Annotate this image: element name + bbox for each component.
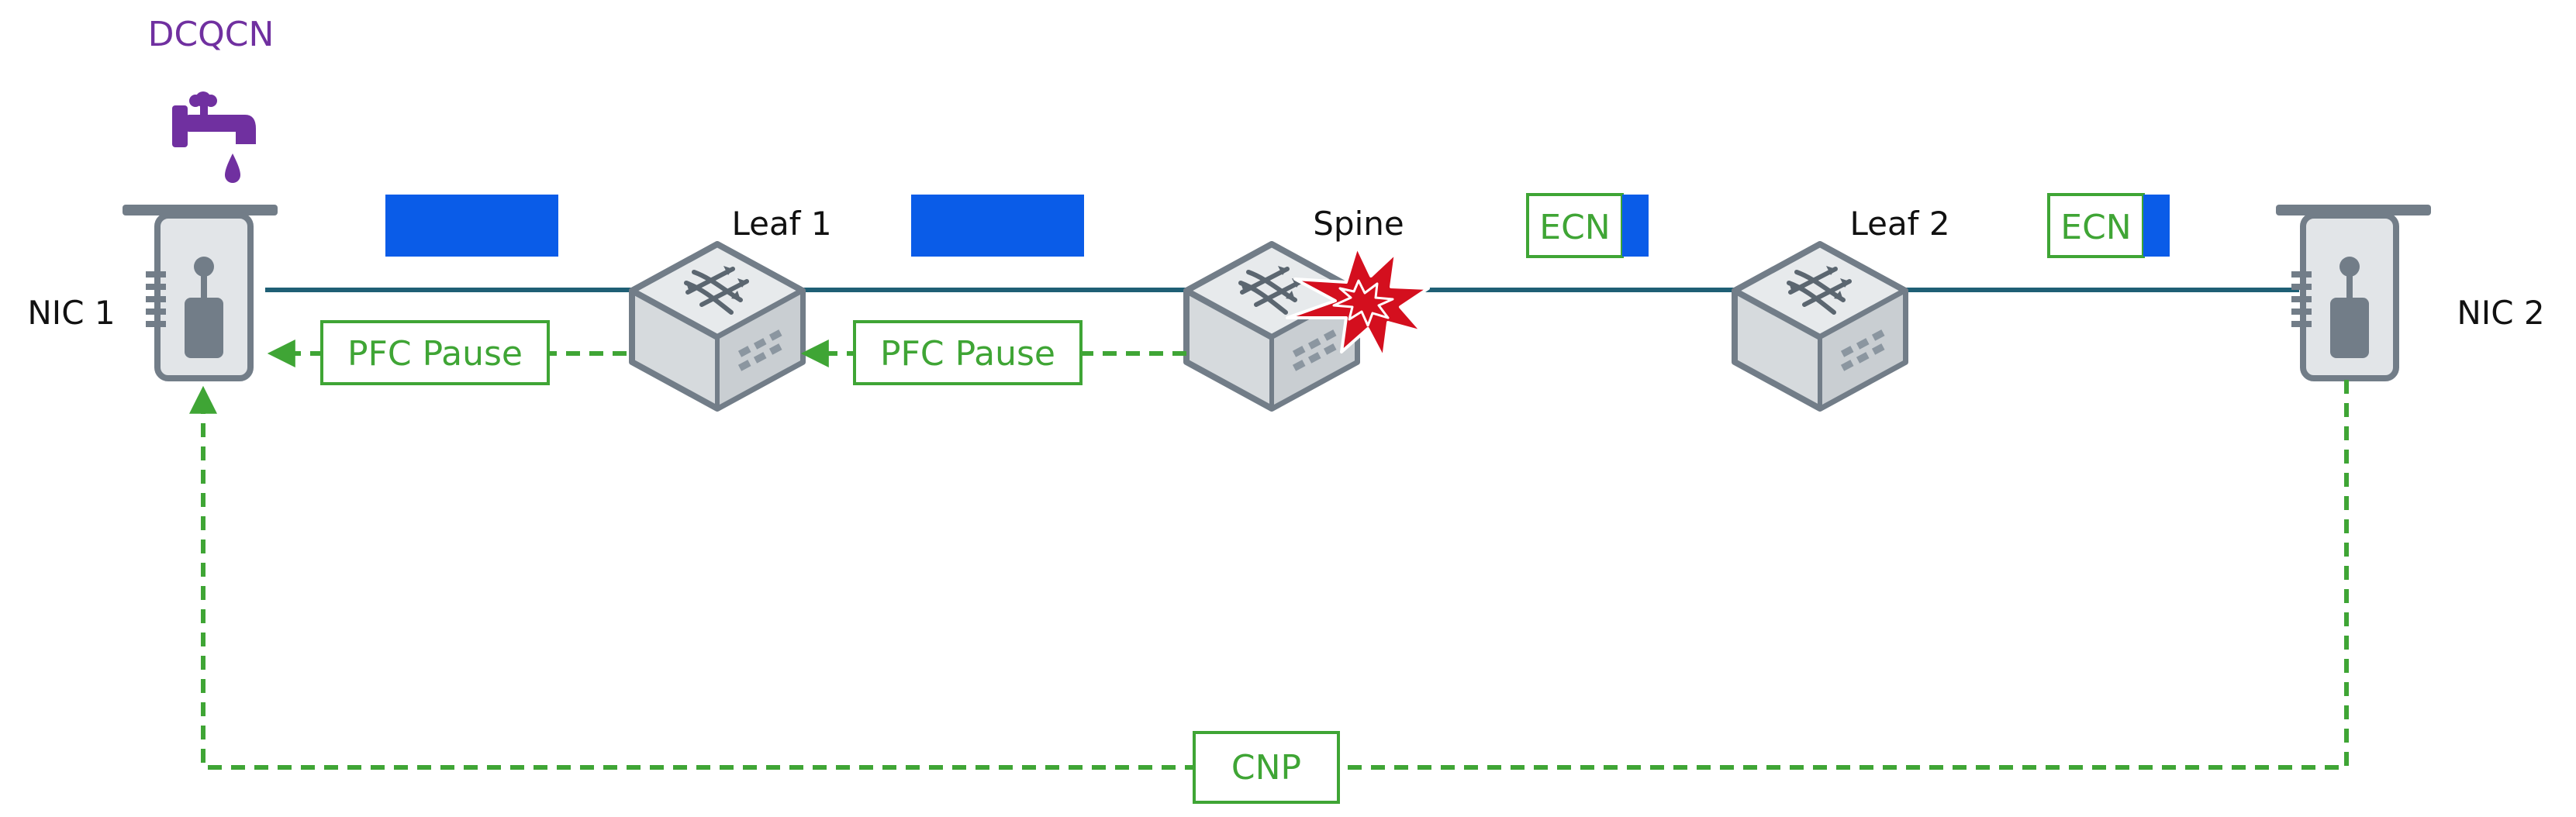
nic-1-label: NIC 1 — [27, 294, 115, 332]
leaf-2-switch-icon — [1735, 244, 1905, 408]
pfc-pause-box-1: PFC Pause — [320, 320, 550, 385]
network-card-icon — [123, 205, 278, 378]
data-packet-1 — [385, 195, 558, 257]
cnp-label: CNP — [1231, 748, 1301, 788]
cnp-path — [189, 380, 2349, 770]
ecn-label-1: ECN — [1539, 208, 1610, 247]
ecn-packet-1: ECN — [1526, 193, 1649, 258]
ecn-label-2: ECN — [2060, 208, 2131, 247]
dcqcn-label: DCQCN — [148, 15, 275, 54]
leaf-2-label: Leaf 2 — [1849, 205, 1949, 243]
leaf-1-label: Leaf 1 — [731, 205, 831, 243]
spine-label: Spine — [1313, 205, 1404, 243]
data-packet-2 — [911, 195, 1084, 257]
nic-1 — [123, 205, 278, 378]
pfc-pause-box-2: PFC Pause — [853, 320, 1083, 385]
pfc-pause-label-2: PFC Pause — [880, 334, 1055, 374]
nic-2-label: NIC 2 — [2457, 294, 2544, 332]
spine-switch-icon — [1186, 244, 1357, 408]
burst-icon — [1286, 245, 1430, 360]
ecn-packet-2: ECN — [2047, 193, 2170, 258]
faucet-icon — [172, 91, 256, 183]
pfc-pause-label-1: PFC Pause — [347, 334, 523, 374]
leaf-1-switch-icon — [632, 244, 803, 408]
cnp-box: CNP — [1193, 731, 1340, 804]
